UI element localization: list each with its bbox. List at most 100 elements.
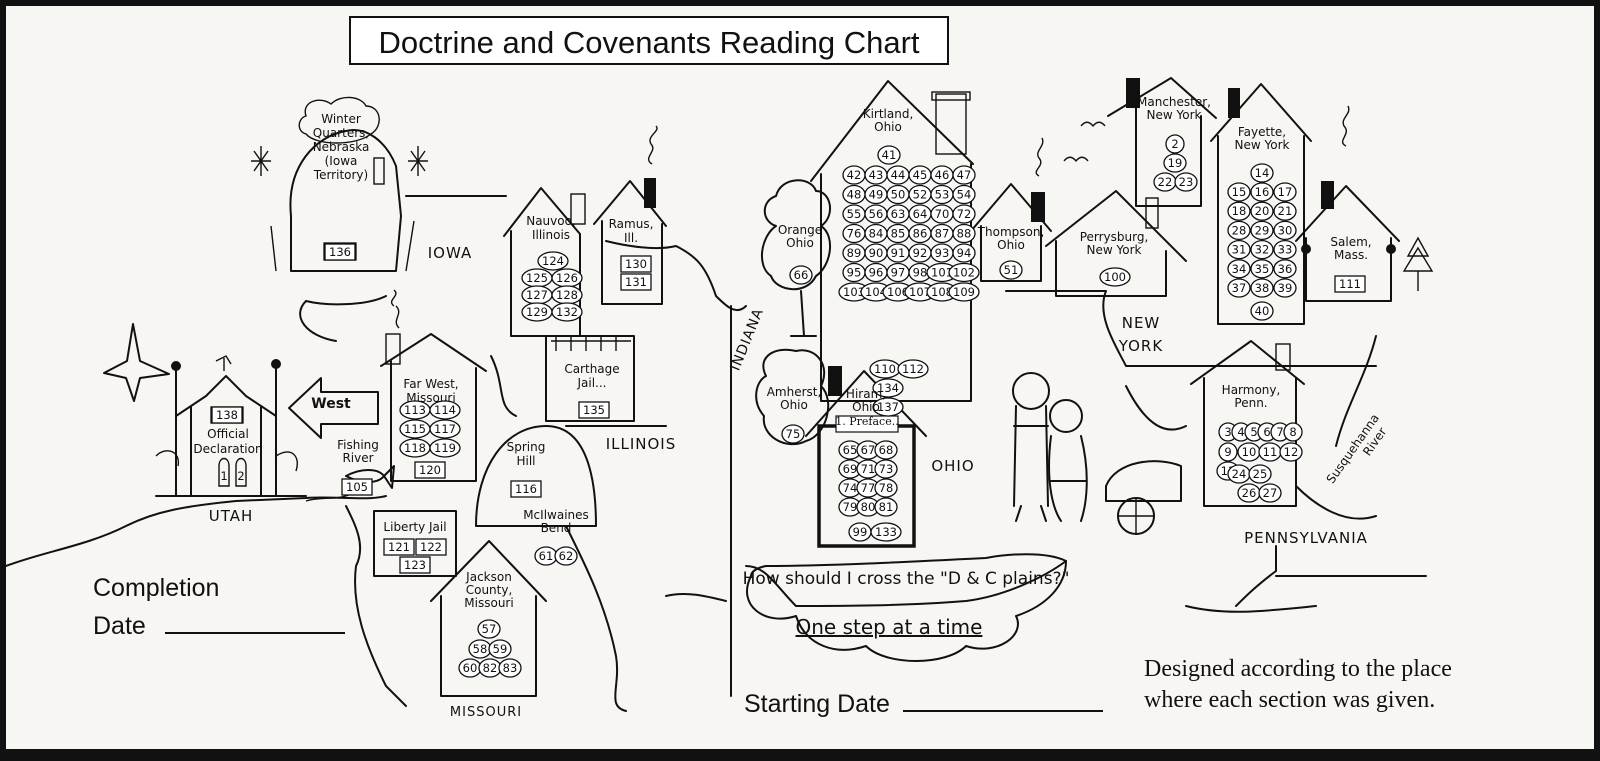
place-name-line: New York xyxy=(1147,108,1202,122)
section-bubble[interactable] xyxy=(1258,483,1282,503)
section-bubble[interactable] xyxy=(1174,172,1198,192)
section-number: 92 xyxy=(913,246,928,260)
section-bubble[interactable] xyxy=(872,378,904,398)
place-name-line: Bend xyxy=(541,521,572,535)
section-bubble[interactable] xyxy=(872,397,904,417)
section-bubble[interactable] xyxy=(952,184,976,205)
place-labels: WinterQuarters,Nebraska(IowaTerritory)13… xyxy=(193,95,1372,678)
section-number: 19 xyxy=(1168,156,1183,170)
section-bubble[interactable] xyxy=(1227,278,1251,298)
section-number: 9 xyxy=(1224,445,1231,459)
section-bubble[interactable] xyxy=(874,478,898,498)
section-bubble[interactable] xyxy=(1250,239,1274,260)
section-bubble[interactable] xyxy=(952,243,976,263)
section-number: 2 xyxy=(237,469,244,483)
section-number: 50 xyxy=(891,188,906,202)
section-bubble[interactable] xyxy=(211,406,243,424)
section-bubble[interactable] xyxy=(1273,259,1297,279)
section-bubble[interactable] xyxy=(1227,201,1251,221)
section-bubble[interactable] xyxy=(1248,464,1272,484)
section-bubble[interactable] xyxy=(1227,239,1251,260)
section-bubble[interactable] xyxy=(1250,220,1274,241)
section-bubble[interactable] xyxy=(1250,301,1274,321)
section-bubble[interactable] xyxy=(554,546,578,566)
section-number: 75 xyxy=(786,427,801,441)
jackson-house xyxy=(430,540,547,697)
section-number: 5 xyxy=(1250,425,1257,439)
section-number: 118 xyxy=(404,441,426,455)
section-bubble[interactable] xyxy=(948,282,980,302)
starting-date-blank[interactable] xyxy=(902,684,1103,712)
section-bubble[interactable] xyxy=(1279,442,1303,462)
section-bubble[interactable] xyxy=(874,459,898,479)
section-bubble[interactable] xyxy=(324,243,356,261)
section-number: 105 xyxy=(346,480,368,494)
place-name-line: Ohio xyxy=(997,238,1025,252)
section-bubble[interactable] xyxy=(1334,275,1366,293)
section-bubble[interactable] xyxy=(498,658,522,678)
section-bubble[interactable] xyxy=(341,478,373,496)
section-number: 129 xyxy=(526,305,548,319)
section-bubble[interactable] xyxy=(952,165,976,185)
section-bubble[interactable] xyxy=(952,223,976,244)
section-bubble[interactable] xyxy=(1165,134,1185,154)
section-bubble[interactable] xyxy=(897,359,929,379)
section-bubble[interactable] xyxy=(1250,278,1274,298)
section-bubble[interactable] xyxy=(429,400,461,420)
section-number: 69 xyxy=(843,462,858,476)
section-bubble[interactable] xyxy=(415,538,447,556)
section-bubble[interactable] xyxy=(429,419,461,439)
section-bubble[interactable] xyxy=(1227,182,1251,202)
section-bubble[interactable] xyxy=(789,265,813,285)
section-bubble[interactable] xyxy=(1227,220,1251,241)
section-bubble[interactable] xyxy=(1250,163,1274,183)
section-bubble[interactable] xyxy=(414,461,446,479)
section-bubble[interactable] xyxy=(1250,201,1274,221)
perrysburg-house xyxy=(1045,190,1187,297)
section-bubble[interactable] xyxy=(578,401,610,419)
section-number: 106 xyxy=(887,285,909,299)
section-bubble[interactable] xyxy=(1227,259,1251,279)
section-bubble[interactable] xyxy=(551,302,583,322)
section-bubble[interactable] xyxy=(488,639,512,659)
west-arrow-label: West xyxy=(311,396,351,412)
section-number: 132 xyxy=(556,305,578,319)
section-bubble[interactable] xyxy=(1273,220,1297,241)
section-bubble[interactable] xyxy=(429,438,461,458)
section-bubble[interactable] xyxy=(620,273,652,291)
section-bubble[interactable] xyxy=(1250,182,1274,202)
section-bubble[interactable] xyxy=(510,480,542,498)
section-number: 79 xyxy=(843,500,858,514)
section-bubble[interactable] xyxy=(537,251,569,271)
section-bubble[interactable] xyxy=(383,538,415,556)
section-bubble[interactable] xyxy=(1163,153,1187,173)
section-number: 57 xyxy=(482,622,497,636)
section-bubble[interactable] xyxy=(781,424,805,444)
section-bubble[interactable] xyxy=(1273,239,1297,260)
section-bubble[interactable] xyxy=(1273,182,1297,202)
section-bubble[interactable] xyxy=(1218,442,1238,462)
section-bubble[interactable] xyxy=(999,260,1023,280)
section-bubble[interactable] xyxy=(870,522,902,542)
section-bubble[interactable] xyxy=(620,255,652,273)
section-bubble[interactable] xyxy=(1099,267,1131,287)
section-bubble[interactable] xyxy=(477,619,501,639)
section-bubble[interactable] xyxy=(874,497,898,517)
place-name-line: (Iowa xyxy=(325,154,358,168)
section-number: 55 xyxy=(847,207,862,221)
section-bubble[interactable] xyxy=(952,204,976,224)
section-bubble[interactable] xyxy=(948,262,980,283)
section-bubble[interactable] xyxy=(874,440,898,460)
section-bubble[interactable] xyxy=(1273,278,1297,298)
section-bubble[interactable] xyxy=(1250,259,1274,279)
section-bubble[interactable] xyxy=(1283,422,1303,442)
section-number: 21 xyxy=(1278,204,1293,218)
section-bubble[interactable] xyxy=(877,145,901,165)
completion-date-blank[interactable] xyxy=(164,606,345,634)
section-bubble[interactable] xyxy=(1273,201,1297,221)
section-number: 52 xyxy=(913,188,928,202)
section-bubble[interactable] xyxy=(399,556,431,574)
thompson-house xyxy=(970,121,1106,282)
